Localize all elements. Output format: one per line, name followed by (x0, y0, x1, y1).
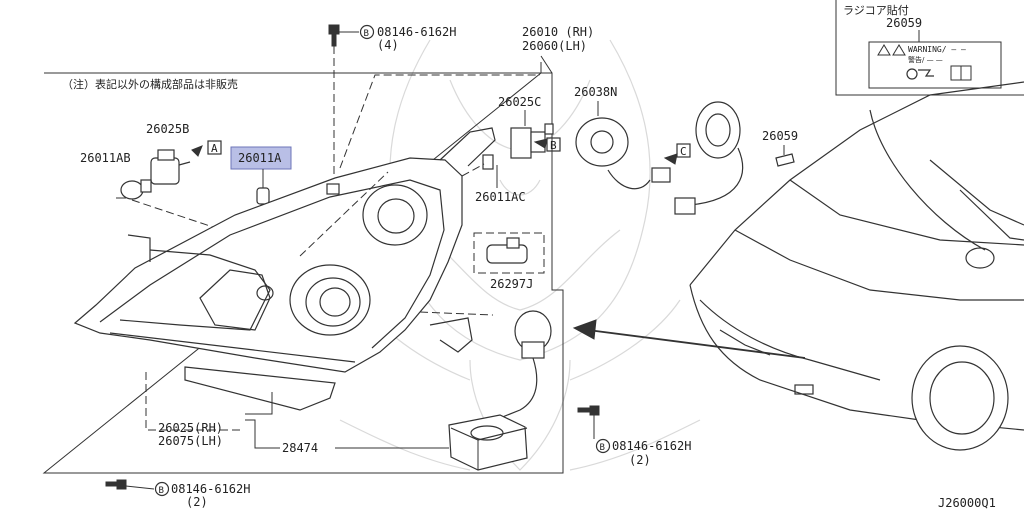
bulb-ac-icon (482, 154, 494, 170)
headlamp-rh-part: 26010 (RH) (522, 25, 594, 39)
location-arrow-line (587, 329, 806, 359)
bolt-bottom-part: 08146-6162H (171, 482, 250, 496)
warning-text: WARNING/ — — (908, 45, 966, 54)
cap-n-icon (575, 117, 629, 167)
bolt-right-qty: (2) (629, 453, 651, 467)
connector-c-icon (651, 167, 671, 183)
note-text: （注）表記以外の構成部品は非販売 (62, 77, 238, 91)
arrow-c-icon (663, 153, 678, 165)
bolt-top-mark-letter: B (364, 29, 369, 39)
bolt-bottom-qty: (2) (186, 495, 208, 509)
ballast-part: 28474 (282, 441, 318, 455)
bulb-ac-part: 26011AC (475, 190, 526, 204)
manual-book-icon (950, 65, 972, 81)
label-box-title: ラジコア貼付 (843, 3, 909, 17)
label-26059-icon (775, 153, 795, 167)
headlamp-lh-part: 26060(LH) (522, 39, 587, 53)
bolt-right-mark-letter: B (600, 443, 605, 453)
bulb-a-part: 26011A (238, 151, 282, 165)
assembly-lh-part: 26075(LH) (158, 434, 223, 448)
bulb-j-part: 26297J (490, 277, 533, 291)
bolt-right-mark (595, 438, 611, 454)
mark-a: A (211, 142, 218, 155)
label-26059-part: 26059 (762, 129, 798, 143)
watermark-emblem (339, 39, 701, 471)
ballast-icon (448, 414, 528, 471)
bulb-a-highlight (230, 146, 292, 170)
label-box-part-number: 26059 (886, 16, 922, 30)
assembly-rh-part: 26025(RH) (158, 421, 223, 435)
headlamp-leader (540, 55, 553, 74)
bulb-j-icon (486, 237, 528, 264)
car-front-drawing (689, 81, 1024, 451)
diagram-code: J26000Q1 (938, 496, 996, 510)
label-box: ラジコア貼付 26059 WARNING/ — — 警告/ — — (835, 0, 1024, 96)
bolt-right-part: 08146-6162H (612, 439, 691, 453)
arrow-a-icon (191, 145, 203, 157)
bolt-right-icon (577, 405, 600, 416)
bolt-bottom-mark (154, 481, 170, 497)
socket-c-part: 26025C (498, 95, 541, 109)
high-voltage-icon (906, 68, 934, 80)
bolt-top-part: 08146-6162H (377, 25, 456, 39)
arrow-b-icon (533, 138, 548, 149)
cap-n-part: 26038N (574, 85, 617, 99)
warning-sub: 警告/ — — (908, 55, 943, 64)
bolt-top-icon (328, 24, 340, 47)
bolt-top-mark (359, 24, 375, 40)
hid-igniter-icon (514, 310, 552, 359)
mark-c: C (680, 145, 687, 158)
socket-b-icon (150, 149, 191, 185)
bulb-ab-part: 26011AB (80, 151, 131, 165)
mark-b: B (550, 139, 557, 152)
harness-icon (674, 101, 744, 215)
bulb-ab-icon (120, 179, 152, 200)
socket-b-part: 26025B (146, 122, 189, 136)
bulb-j-box (473, 232, 545, 274)
bolt-bottom-icon (105, 479, 127, 490)
bolt-top-qty: (4) (377, 38, 399, 52)
bolt-bottom-mark-letter: B (159, 486, 164, 496)
headlamp-assembly-drawing (73, 127, 496, 411)
location-arrow-head (572, 319, 597, 340)
